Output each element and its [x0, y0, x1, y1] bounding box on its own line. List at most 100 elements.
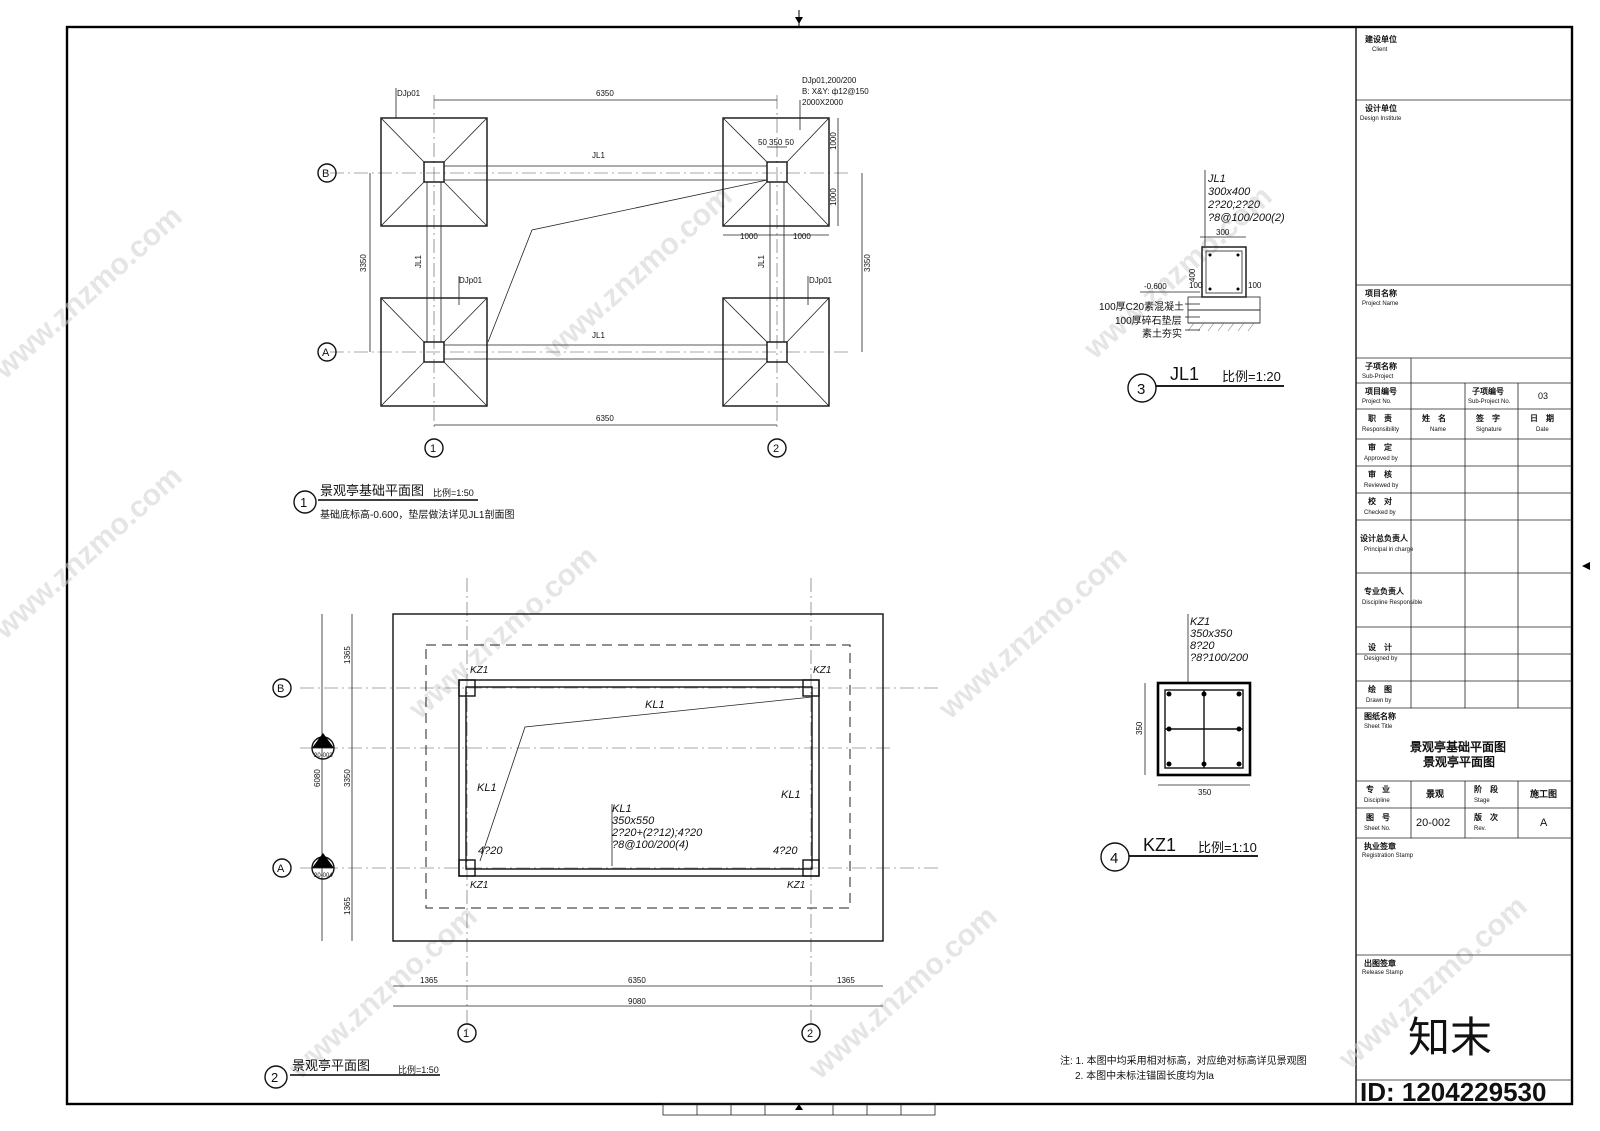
drawing-title: 景观亭平面图	[292, 1058, 370, 1073]
column-label: KZ1	[470, 880, 488, 891]
footing-spec-line: 2000X2000	[802, 98, 843, 107]
subproject-no-label-en: Sub-Project No.	[1468, 399, 1511, 405]
level-text: -0.600	[1144, 282, 1167, 291]
role-label: 审 核	[1368, 469, 1392, 479]
dim-text: 350	[1198, 788, 1212, 797]
role-label: 设计总负责人	[1360, 533, 1409, 543]
svg-text:Approved by: Approved by	[1364, 456, 1398, 462]
ground-beams	[426, 165, 785, 360]
footing-b1	[380, 117, 488, 227]
axis-bubble-a: A	[277, 863, 285, 875]
dim-text: 3350	[863, 254, 872, 272]
sheet-title-label: 图纸名称	[1364, 711, 1396, 721]
beam-label: KL1	[645, 699, 665, 711]
spec-line: KZ1	[1190, 616, 1210, 628]
dim-text: 1365	[420, 976, 438, 985]
dim-text: 400	[1188, 268, 1197, 282]
drawing-scale: 比例=1:20	[1222, 369, 1281, 384]
dim-text: 6350	[596, 89, 614, 98]
svg-text:Principal in charge: Principal in charge	[1364, 547, 1414, 553]
dimension-lines	[369, 99, 863, 426]
spec-line: 2?20;2?20	[1207, 199, 1261, 211]
axis-bubble-2: 2	[807, 1028, 813, 1040]
svg-text:Signature: Signature	[1476, 427, 1502, 433]
dim-text: 6350	[628, 976, 646, 985]
svg-text:图 号: 图 号	[1366, 813, 1390, 822]
dim-text: 9080	[628, 997, 646, 1006]
svg-text:姓 名: 姓 名	[1421, 413, 1446, 423]
outer-frame	[65, 25, 1574, 1106]
dim-text: 6350	[596, 414, 614, 423]
dimension-lines	[321, 614, 883, 1007]
role-label: 审 定	[1368, 442, 1392, 452]
svg-text:日 期: 日 期	[1530, 413, 1554, 423]
beam-label: JL1	[757, 255, 766, 268]
beam-label: JL1	[414, 255, 423, 268]
svg-text:1: 1	[320, 861, 324, 867]
spec-line: 300x400	[1208, 186, 1251, 198]
watermark-text: www.znzmo.com	[402, 540, 604, 726]
svg-text:20-004: 20-004	[314, 873, 333, 879]
watermark-text: www.znzmo.com	[0, 460, 188, 646]
footing-spec-line: DJp01,200/200	[802, 76, 857, 85]
project-label-en: Project Name	[1362, 301, 1399, 307]
footing-b2	[722, 117, 830, 227]
drawing-scale: 比例=1:10	[1198, 840, 1257, 855]
beam-spec-line: 350x550	[612, 815, 655, 827]
bottom-center-arrow	[795, 1104, 803, 1110]
foundation-plan: JL1 JL1 JL1 JL1 DJp01 DJp01 DJp01 DJp01,…	[293, 76, 872, 521]
dim-text: 1000	[740, 232, 758, 241]
bars-label: 4?20	[478, 845, 503, 857]
beam-label: KL1	[781, 789, 801, 801]
sheet-title-line: 景观亭基础平面图	[1410, 739, 1506, 754]
spec-line: ?8@100/200(2)	[1208, 212, 1285, 224]
rev-value: A	[1540, 817, 1548, 829]
svg-text:Reviewed by: Reviewed by	[1364, 483, 1398, 489]
dim-text: 100	[1248, 281, 1262, 290]
dim-text: 1000	[793, 232, 811, 241]
spec-line: 350x350	[1190, 628, 1233, 640]
layer-text: 100厚碎石垫层	[1115, 314, 1182, 327]
bars-label: 4?20	[773, 845, 798, 857]
dim-text: 1365	[837, 976, 855, 985]
footing-spec-line: B: X&Y: ф12@150	[802, 87, 869, 96]
role-label: 设 计	[1368, 642, 1392, 652]
role-label: 专业负责人	[1364, 586, 1405, 596]
drawing-number: 1	[300, 495, 307, 510]
dim-text: 3350	[359, 254, 368, 272]
dim-text: 6080	[313, 769, 322, 787]
project-label: 项目名称	[1365, 288, 1397, 298]
role-label: 绘 图	[1368, 684, 1392, 694]
note-line: 注: 1. 本图中均采用相对标高，对应绝对标高详见景观图	[1060, 1054, 1307, 1067]
dim-text: 1000	[829, 188, 838, 206]
axis-bubble-b: B	[277, 683, 284, 695]
svg-text:版 次: 版 次	[1473, 812, 1498, 822]
registration-label: 执业签章	[1364, 841, 1396, 851]
note-line: 2. 本图中未标注锚固长度均为la	[1075, 1069, 1214, 1082]
drawing-number: 3	[1137, 381, 1145, 398]
svg-text:专 业: 专 业	[1366, 784, 1390, 794]
subproject-no-label: 子项编号	[1472, 386, 1504, 396]
watermark-text: www.znzmo.com	[802, 900, 1004, 1086]
footing-a2	[722, 297, 830, 407]
design-label: 设计单位	[1365, 103, 1397, 113]
drawing-title: KZ1	[1143, 835, 1176, 855]
drawing-title: 景观亭基础平面图	[320, 483, 424, 498]
pavilion-plan: KZ1 KZ1 KZ1 KZ1 KL1 KL1 KL1 KL1 350x550 …	[264, 578, 940, 1089]
dim-text: 50	[785, 138, 794, 147]
subproject-no-value: 03	[1538, 391, 1548, 401]
drawing-number: 4	[1110, 850, 1118, 867]
layer-text: 100厚C20素混凝土	[1099, 300, 1184, 313]
stage-value: 施工图	[1530, 788, 1557, 799]
watermark-text: www.znzmo.com	[932, 540, 1134, 726]
dim-text: 1365	[343, 646, 352, 664]
logo-watermark: 知末	[1408, 1014, 1492, 1061]
drawing-note: 基础底标高-0.600，垫层做法详见JL1剖面图	[320, 508, 514, 521]
svg-text:Sheet No.: Sheet No.	[1364, 826, 1391, 832]
subproject-label-en: Sub-Project	[1362, 374, 1394, 380]
project-no-label: 项目编号	[1365, 386, 1397, 396]
detail-jl1: JL1 300x400 2?20;2?20 ?8@100/200(2) 300 …	[1099, 170, 1285, 403]
dim-text: 300	[1216, 228, 1230, 237]
column-label: KZ1	[813, 665, 831, 676]
svg-text:1: 1	[320, 741, 324, 747]
